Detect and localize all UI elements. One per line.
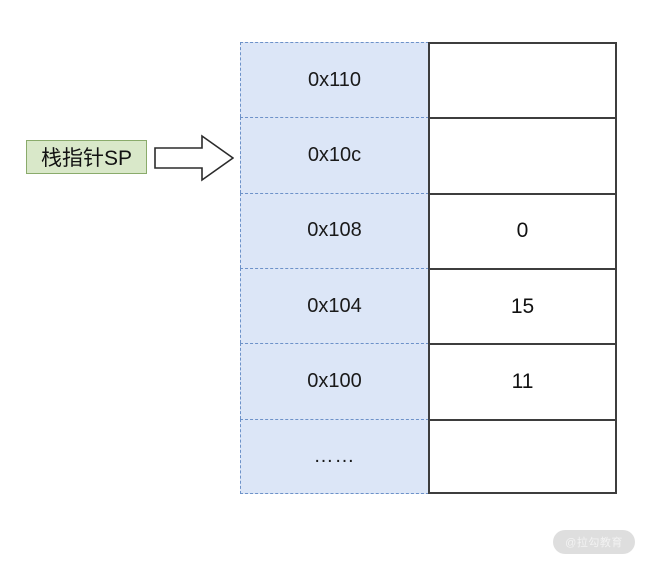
- memory-address-cell: 0x100: [240, 343, 429, 419]
- table-row: ……: [240, 418, 617, 494]
- memory-address-cell: 0x10c: [240, 117, 429, 193]
- table-row: 0x108 0: [240, 192, 617, 268]
- table-row: 0x104 15: [240, 268, 617, 344]
- memory-address-cell-ellipsis: ……: [240, 418, 429, 494]
- table-row: 0x110: [240, 42, 617, 118]
- table-row: 0x10c: [240, 117, 617, 193]
- right-block-arrow-icon: [154, 134, 235, 182]
- table-row: 0x100 11: [240, 343, 617, 419]
- memory-address-cell: 0x108: [240, 192, 429, 268]
- memory-value-cell: 11: [428, 343, 617, 419]
- memory-address-cell: 0x110: [240, 42, 429, 118]
- stack-memory-table: 0x110 0x10c 0x108 0 0x104 15 0x100 11 ……: [240, 42, 617, 494]
- stack-pointer-label: 栈指针SP: [26, 140, 147, 174]
- memory-value-cell: [428, 117, 617, 193]
- memory-address-cell: 0x104: [240, 268, 429, 344]
- memory-value-cell: 15: [428, 268, 617, 344]
- memory-value-cell: 0: [428, 192, 617, 268]
- watermark: @拉勾教育: [553, 530, 635, 554]
- memory-value-cell: [428, 42, 617, 118]
- memory-value-cell: [428, 418, 617, 494]
